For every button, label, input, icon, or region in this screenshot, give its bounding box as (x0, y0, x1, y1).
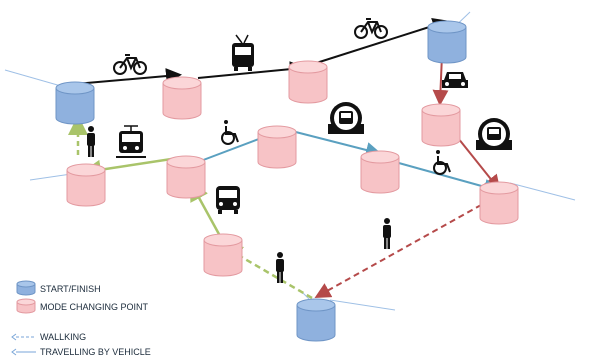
bicycle-icon (354, 18, 388, 39)
mode-node-9 (203, 233, 243, 277)
mode-node-4 (257, 125, 297, 169)
nodes (55, 20, 519, 342)
mode-node-1 (162, 76, 202, 120)
bicycle-icon (113, 54, 147, 75)
pedestrian-icon (87, 126, 95, 157)
mode-node-3 (421, 103, 461, 147)
bus-icon (216, 186, 240, 214)
metro-icon (328, 102, 364, 134)
legend-start-finish: START/FINISH (16, 280, 101, 296)
legend-vehicle: TRAVELLING BY VEHICLE (11, 347, 151, 357)
tram-icon (116, 125, 146, 158)
wheelchair-icon (221, 120, 239, 145)
legend-mode-changing-label: MODE CHANGING POINT (40, 302, 149, 312)
route-black (74, 18, 449, 85)
pedestrian-icon (276, 252, 284, 283)
route-red (314, 54, 501, 298)
legend-walking: WALLKING (11, 332, 86, 342)
icons (87, 18, 512, 283)
wheelchair-icon (433, 150, 451, 175)
trolleybus-icon (232, 34, 254, 71)
start-node-top-right (427, 20, 467, 64)
legend-walking-label: WALLKING (40, 332, 86, 342)
car-icon (442, 72, 468, 88)
mode-node-2 (288, 60, 328, 104)
start-node-bottom (296, 298, 336, 342)
mode-node-6 (66, 163, 106, 207)
mode-node-5 (166, 155, 206, 199)
metro-icon (476, 118, 512, 150)
legend: START/FINISH MODE CHANGING POINT WALLKIN… (11, 280, 151, 357)
legend-start-finish-label: START/FINISH (40, 284, 101, 294)
legend-vehicle-label: TRAVELLING BY VEHICLE (40, 347, 151, 357)
pedestrian-icon (383, 218, 391, 249)
legend-mode-changing-point: MODE CHANGING POINT (16, 298, 149, 314)
start-node-left (55, 81, 95, 125)
mode-node-7 (360, 150, 400, 194)
mode-node-8 (479, 181, 519, 225)
